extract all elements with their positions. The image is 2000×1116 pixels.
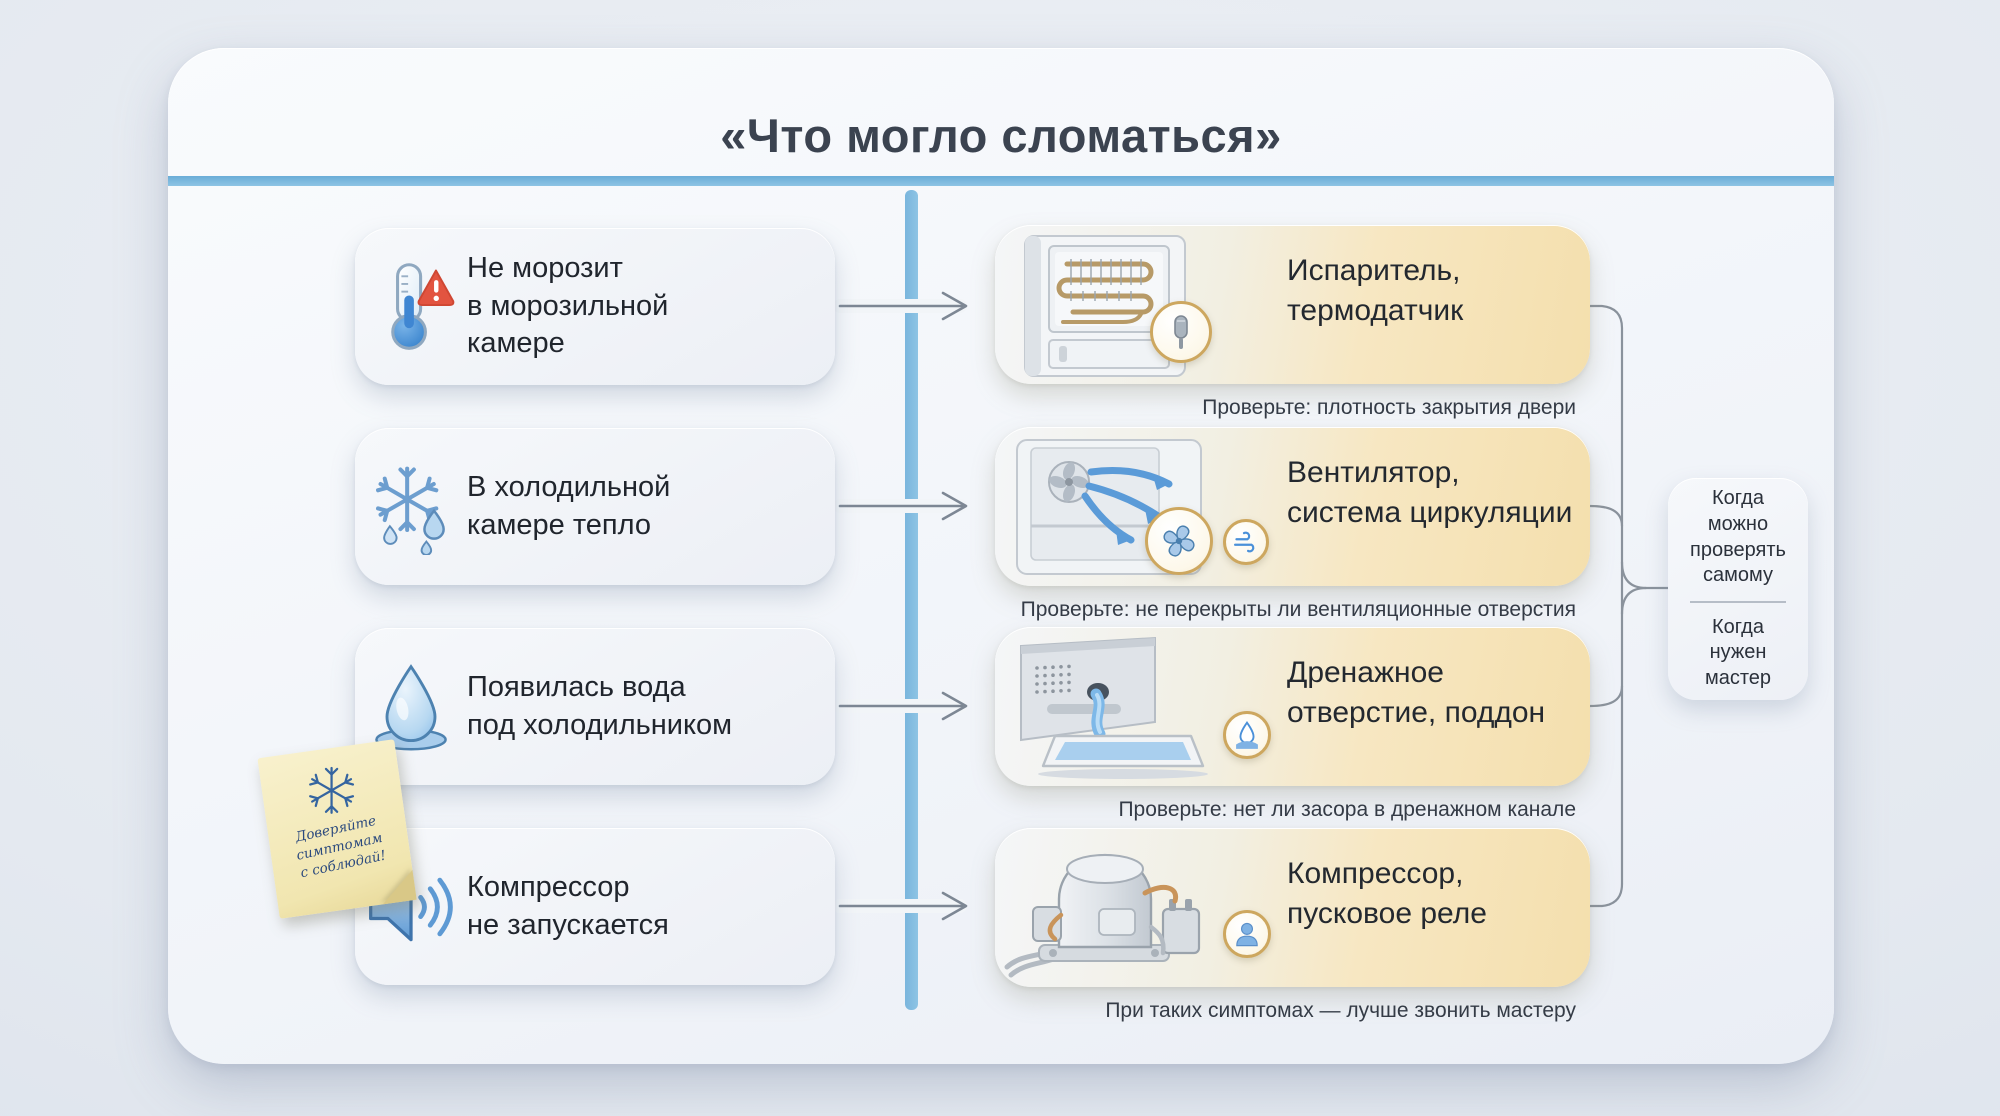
compressor-relay-illustration: [1004, 853, 1201, 978]
cause-to-legend-connectors: [1588, 304, 1670, 908]
cause-card-drain: Дренажное отверстие, поддон: [995, 627, 1590, 786]
symptom-label: В холодильной камере тепло: [467, 470, 671, 541]
main-panel: «Что могло сломаться»: [168, 48, 1834, 1064]
cause-caption: При таких симптомах — лучше звонить маст…: [1105, 999, 1576, 1022]
page-title: «Что могло сломаться»: [720, 109, 1282, 162]
cause-card-fan: Вентилятор, система циркуляции: [995, 427, 1590, 586]
snowflake-doodle-icon: [309, 766, 355, 814]
freezer-evaporator-illustration: [1024, 235, 1186, 377]
water-drop-icon: [1223, 711, 1271, 759]
symptom-card-water-under-fridge: Появилась вода под холодильником: [355, 628, 835, 785]
person-icon: [1223, 910, 1271, 958]
wind-icon: [1223, 519, 1269, 565]
legend-self-check-label: Когда можно проверять самому: [1690, 487, 1786, 587]
sticky-note: Доверяйте симптомам с соблюдай!: [257, 739, 417, 919]
legend-need-master-label: Когда нужен мастер: [1704, 615, 1772, 689]
cause-caption: Проверьте: плотность закрытия двери: [1202, 396, 1576, 419]
symptom-card-fridge-warm: В холодильной камере тепло: [355, 428, 835, 585]
fan-icon: [1145, 507, 1213, 575]
cause-title: Компрессор, пусковое реле: [1287, 857, 1487, 930]
water-drop-icon: [355, 659, 467, 755]
vertical-divider-line: [905, 190, 918, 1010]
symptom-card-freezer-not-freezing: Не морозит в морозильной камере: [355, 228, 835, 385]
legend-box: Когда можно проверять самому Когда нужен…: [1668, 478, 1808, 700]
sticky-note-text: Доверяйте симптомам с соблюдай!: [266, 806, 412, 888]
melting-snowflake-icon: [355, 459, 467, 555]
symptom-label: Не морозит в морозильной камере: [467, 251, 669, 360]
symptom-label: Компрессор не запускается: [467, 870, 669, 941]
symptom-to-cause-arrows: [833, 291, 968, 921]
temperature-sensor-icon: [1150, 301, 1212, 363]
symptom-card-compressor-not-starting: Компрессор не запускается: [355, 828, 835, 985]
cause-caption: Проверьте: нет ли засора в дренажном кан…: [1118, 798, 1576, 821]
drain-hole-tray-illustration: [1020, 636, 1208, 779]
cause-title: Испаритель, термодатчик: [1287, 254, 1464, 327]
cause-title: Вентилятор, система циркуляции: [1287, 456, 1573, 529]
cause-card-compressor: Компрессор, пусковое реле: [995, 828, 1590, 987]
cause-card-evaporator: Испаритель, термодатчик: [995, 225, 1590, 384]
horizontal-accent-line: [168, 176, 1834, 186]
legend-divider: [1690, 600, 1786, 603]
cause-title: Дренажное отверстие, поддон: [1287, 656, 1546, 729]
symptom-label: Появилась вода под холодильником: [467, 670, 733, 741]
thermometer-alert-icon: [355, 259, 467, 355]
cause-caption: Проверьте: не перекрыты ли вентиляционны…: [1020, 598, 1576, 621]
